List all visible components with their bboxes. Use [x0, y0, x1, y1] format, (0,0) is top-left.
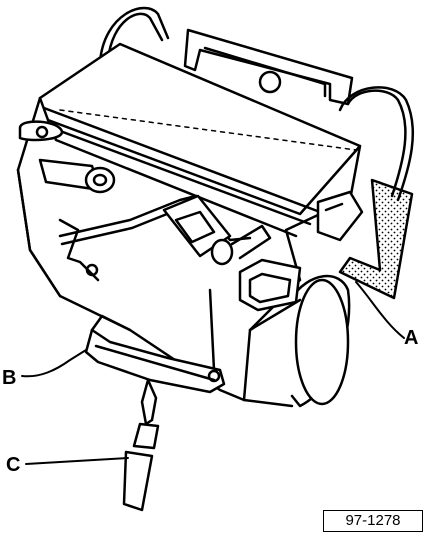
- callout-label-a: A: [404, 327, 419, 349]
- lower-support-bracket: [84, 328, 226, 394]
- temperature-sensor: [18, 120, 116, 194]
- rear-mounting-bracket: [183, 28, 354, 106]
- drain-pipe: [122, 378, 160, 512]
- callout-label-c: C: [6, 454, 21, 476]
- air-outlet-duct: [242, 274, 351, 408]
- figure-reference-number: 97-1278: [323, 510, 423, 532]
- connector-housing: [238, 190, 364, 312]
- coolant-hoses: [98, 6, 415, 202]
- foam-gasket: [338, 178, 414, 300]
- callout-leader-lines: [21, 281, 405, 465]
- callout-label-b: B: [2, 367, 17, 389]
- actuator-motor: [162, 194, 272, 266]
